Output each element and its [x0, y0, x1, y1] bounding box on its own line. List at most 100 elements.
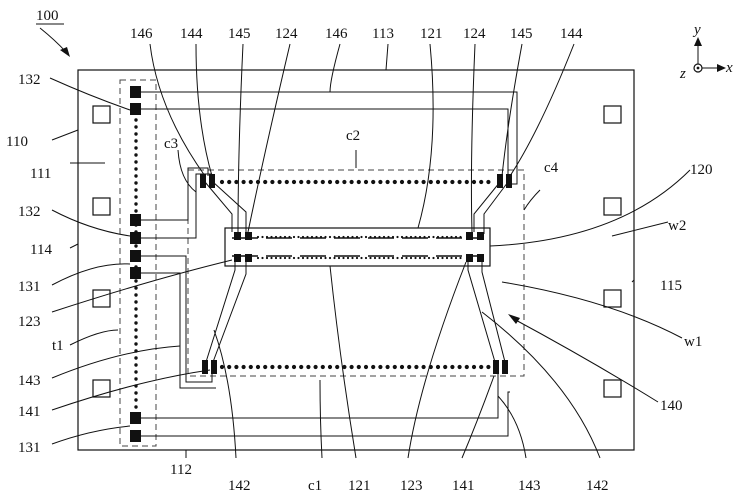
dot — [457, 179, 462, 185]
dot — [306, 179, 311, 185]
dot — [409, 256, 413, 260]
dot — [319, 256, 323, 260]
dot — [134, 244, 138, 248]
dot — [382, 235, 386, 239]
dot — [256, 235, 260, 239]
dot — [360, 235, 363, 239]
label-123b: 123 — [400, 478, 423, 494]
y-axis-arrow — [694, 37, 702, 46]
dot — [256, 256, 260, 260]
dot — [134, 153, 138, 157]
dot — [134, 195, 138, 199]
dot — [134, 342, 138, 346]
dot — [134, 307, 138, 311]
dot — [445, 256, 449, 260]
y-axis-label: y — [692, 22, 701, 38]
dot — [241, 179, 246, 185]
dot — [310, 235, 314, 239]
dot — [409, 235, 413, 239]
dot — [335, 179, 340, 185]
label-120: 120 — [690, 162, 713, 178]
label-144a: 144 — [180, 26, 203, 42]
label-w2: w2 — [668, 218, 686, 234]
label-123a: 123 — [18, 314, 41, 330]
dot — [134, 160, 138, 164]
dot — [396, 235, 399, 239]
label-146a: 146 — [130, 26, 153, 42]
dot — [134, 167, 138, 171]
dot — [134, 125, 138, 129]
dot — [134, 363, 138, 367]
dot — [134, 286, 138, 290]
dot — [241, 364, 246, 370]
dot — [306, 235, 309, 239]
dot — [450, 364, 455, 370]
dot — [464, 364, 469, 370]
dot — [441, 235, 444, 239]
dot — [387, 256, 390, 260]
x-axis-label: x — [725, 60, 733, 76]
dot — [313, 364, 318, 370]
dot — [414, 179, 419, 185]
dot — [441, 256, 444, 260]
dot — [421, 364, 426, 370]
dot — [356, 179, 361, 185]
label-c2: c2 — [346, 128, 360, 144]
dot — [291, 364, 297, 370]
label-141a: 141 — [18, 404, 41, 420]
label-112: 112 — [170, 462, 192, 478]
dot — [219, 364, 225, 370]
dot — [355, 235, 359, 239]
dot — [134, 370, 138, 374]
figure-arrow-head — [60, 47, 70, 57]
dot — [432, 235, 435, 239]
dot — [319, 235, 323, 239]
dot — [387, 235, 390, 239]
dot — [454, 235, 458, 239]
dot — [373, 256, 377, 260]
substrate-outline — [77, 69, 635, 451]
dot — [134, 188, 138, 192]
dot — [459, 256, 462, 260]
dot — [407, 179, 412, 185]
dot — [248, 179, 253, 185]
dot — [356, 364, 361, 370]
dot — [277, 364, 282, 370]
dot — [134, 118, 138, 122]
dot — [261, 256, 264, 260]
dot — [134, 314, 138, 318]
dot — [435, 179, 441, 185]
dot — [134, 405, 138, 409]
dot — [414, 364, 419, 370]
label-131b: 131 — [18, 440, 41, 456]
figure-number: 100 — [36, 8, 59, 24]
dot — [134, 328, 138, 332]
dot — [134, 300, 138, 304]
dot — [292, 256, 296, 260]
dot — [328, 235, 332, 239]
dot — [134, 335, 138, 339]
dot — [134, 391, 138, 395]
dot — [421, 179, 426, 185]
dot — [471, 179, 477, 185]
dot — [427, 235, 431, 239]
dot — [342, 256, 345, 260]
dot — [436, 235, 440, 239]
dot — [324, 235, 327, 239]
label-113: 113 — [372, 26, 394, 42]
label-w1: w1 — [684, 334, 702, 350]
dot — [423, 235, 426, 239]
dot — [313, 179, 318, 185]
dot — [351, 256, 354, 260]
figure-arrow — [39, 27, 67, 53]
dot — [450, 235, 453, 239]
dot — [486, 179, 491, 185]
dot — [315, 256, 318, 260]
dot — [310, 256, 314, 260]
bottom-row-pads — [202, 360, 508, 374]
dot — [292, 235, 296, 239]
dot — [320, 179, 325, 185]
dot — [270, 235, 273, 239]
